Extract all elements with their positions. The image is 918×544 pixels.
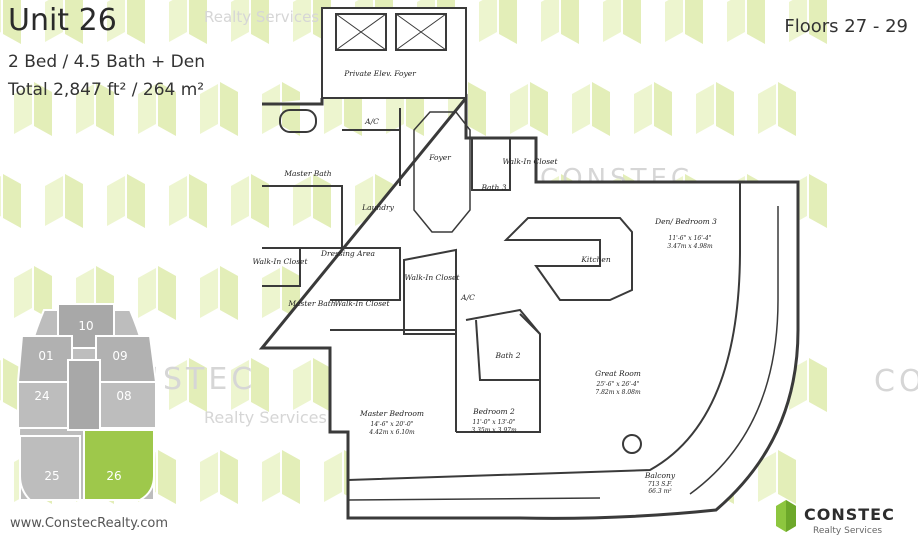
key-plan-label: 09 [112,349,127,363]
room-label: Bath 2 [495,351,521,360]
elevator-shaft [321,7,467,99]
room-label: Dressing Area [320,249,375,258]
watermark-realty-services: Realty Services [204,408,327,427]
room-label: Balcony [644,471,676,480]
room-label: Walk-In Closet [404,273,460,282]
constec-logo [776,500,796,532]
room-label: Bedroom 2 [472,407,515,416]
key-plan-label: 08 [116,389,131,403]
key-plan: 10 01 09 24 08 25 26 [16,303,158,501]
key-plan-label: 10 [78,319,93,333]
room-dimensions: 11'-0" x 13'-0" [473,419,516,426]
floors-range: Floors 27 - 29 [784,16,908,37]
room-dimensions: 713 S.F. [648,481,672,488]
room-label: Bath 3 [481,183,507,192]
website-url[interactable]: www.ConstecRealty.com [10,516,168,531]
room-label: Private Elev. Foyer [343,69,416,78]
room-label: Great Room [595,369,641,378]
room-label: Walk-In Closet [252,257,308,266]
key-plan-label: 24 [34,389,49,403]
bathtub-icon [279,109,317,133]
key-plan-label: 26 [106,469,121,483]
key-plan-label: 25 [44,469,59,483]
watermark-realty-services: Realty Services [204,8,320,26]
elevator-car [395,13,447,51]
room-label: Laundry [361,203,394,212]
beds-baths: 2 Bed / 4.5 Bath + Den [8,52,206,72]
room-label: Walk-In Closet [502,157,558,166]
logo-name: CONSTEC [804,505,895,524]
room-dimensions: 7.82m x 8.08m [595,389,641,396]
column-icon [622,434,642,454]
room-label: Master Bedroom [359,409,424,418]
unit-title: Unit 26 [8,3,117,38]
room-label: Master Bath [283,169,331,178]
room-dimensions: 11'-6" x 16'-4" [669,235,712,242]
elevator-car [335,13,387,51]
room-dimensions: 25'-6" x 26'-4" [596,381,640,388]
room-label: A/C [460,293,475,302]
room-dimensions: 14'-6" x 20'-0" [371,421,414,428]
watermark-constec: CONSTEC [874,364,918,399]
room-label: Master Bath [287,299,335,308]
room-dimensions: 66.3 m² [648,488,672,495]
total-area: Total 2,847 ft² / 264 m² [8,80,205,100]
kitchen-counter [503,217,633,301]
room-label: A/C [364,117,379,126]
room-label: Walk-In Closet [334,299,390,308]
logo-tagline: Realty Services [813,526,883,536]
room-label: Foyer [428,153,451,162]
key-plan-label: 01 [38,349,53,363]
room-dimensions: 4.42m x 6.10m [368,429,415,436]
key-plan-unit-26 [83,429,155,501]
room-label: Den/ Bedroom 3 [654,217,717,226]
room-label: Kitchen [580,255,610,264]
room-dimensions: 3.35m x 3.97m [471,427,517,434]
room-dimensions: 3.47m x 4.98m [667,243,713,250]
